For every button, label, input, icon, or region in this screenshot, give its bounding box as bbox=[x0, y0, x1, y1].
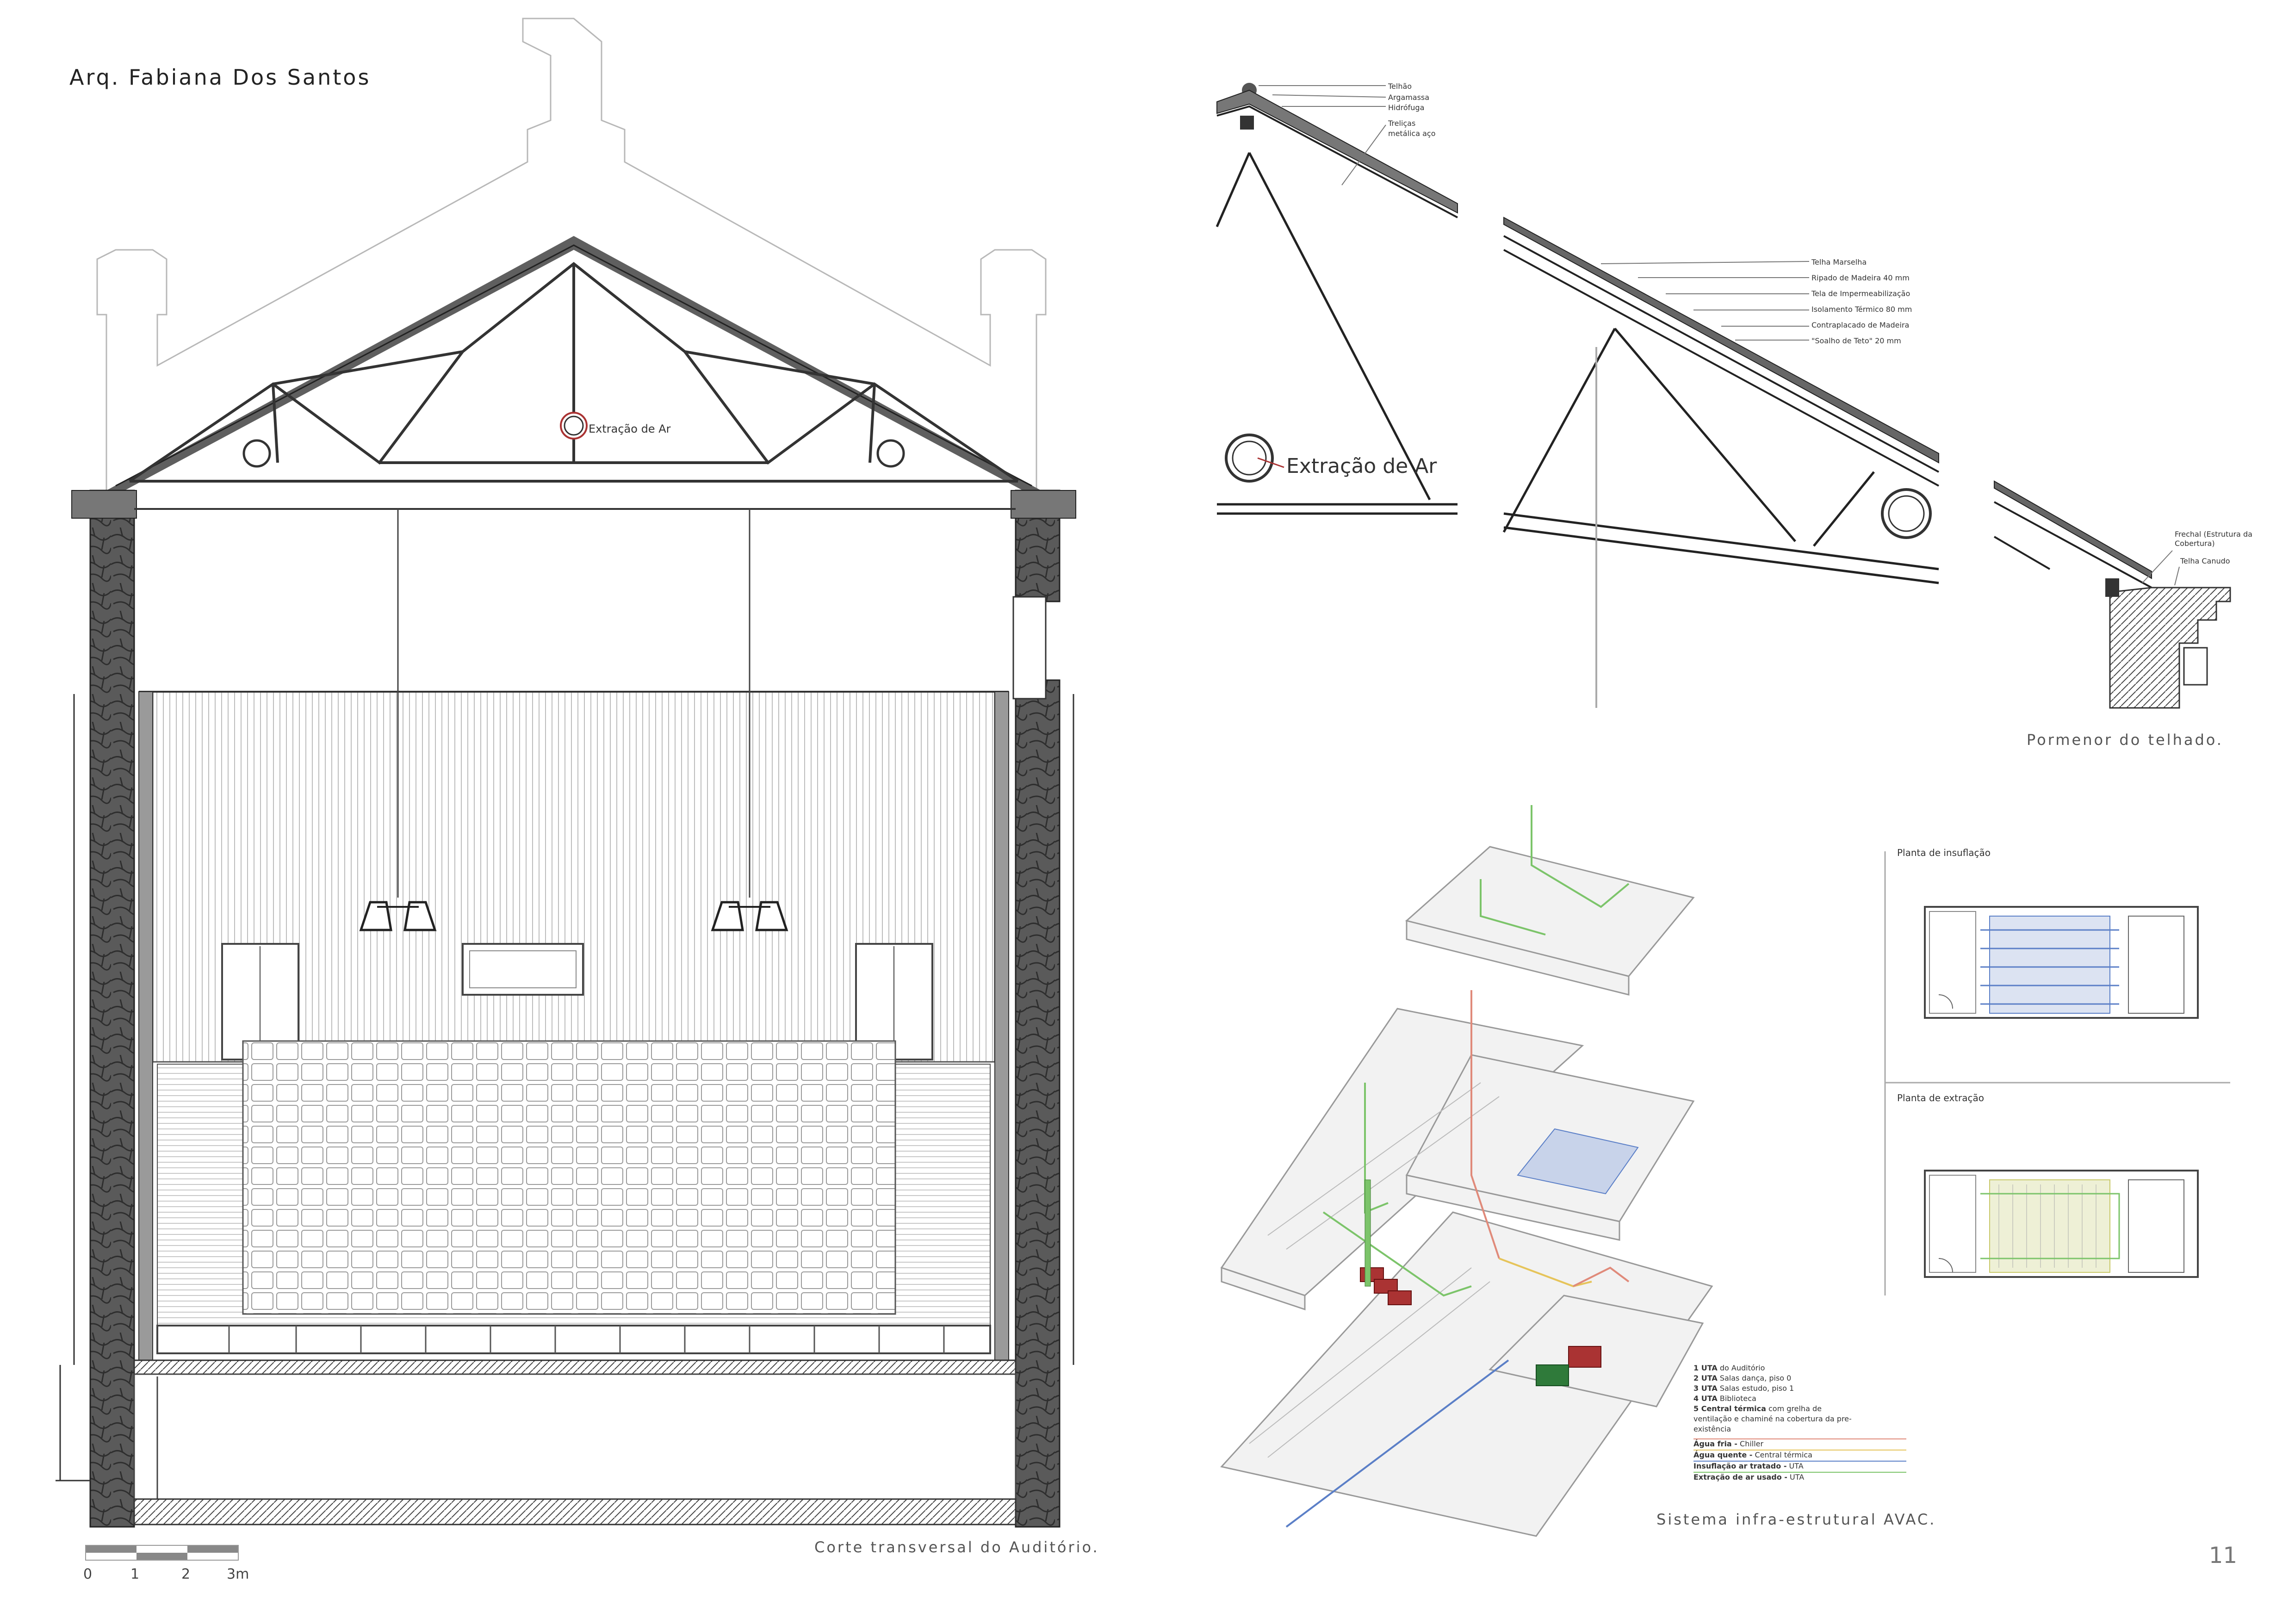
section-extraction-label: Extração de Ar bbox=[589, 422, 671, 435]
legend-supply-label: Insuflação ar tratado - bbox=[1693, 1462, 1786, 1470]
legend-extra-1: ventilação e chaminé na cobertura da pre… bbox=[1693, 1414, 1852, 1423]
legend-uta-4-num: 4 UTA bbox=[1693, 1394, 1718, 1403]
layer-b-3: Tela de Impermeabilização bbox=[1811, 289, 1910, 298]
hvac-plans: Planta de insuflação Planta de extração bbox=[1884, 847, 2230, 1295]
legend-hot-detail: Central térmica bbox=[1755, 1450, 1812, 1459]
legend-central-text: com grelha de bbox=[1768, 1404, 1822, 1413]
legend-supply-detail: UTA bbox=[1789, 1462, 1804, 1470]
svg-text:Água fria - Chiller: Água fria - Chiller bbox=[1693, 1439, 1764, 1448]
svg-text:Insuflação ar tratado - UTA: Insuflação ar tratado - UTA bbox=[1693, 1462, 1804, 1470]
scale-tick-3m: 3m bbox=[227, 1566, 249, 1582]
plan-insufflation-drawing bbox=[1924, 906, 2199, 1019]
legend-cold-label: Água fria - bbox=[1693, 1439, 1737, 1448]
svg-text:4 UTA Biblioteca: 4 UTA Biblioteca bbox=[1693, 1394, 1756, 1403]
plan-extraction-drawing bbox=[1924, 1170, 2199, 1278]
section-caption: Corte transversal do Auditório. bbox=[814, 1538, 1099, 1556]
svg-text:Extração de ar usado - UTA: Extração de ar usado - UTA bbox=[1693, 1473, 1804, 1481]
svg-text:3 UTA Salas estudo, piso 1: 3 UTA Salas estudo, piso 1 bbox=[1693, 1384, 1794, 1393]
plan-extraction-title: Planta de extração bbox=[1897, 1092, 1984, 1103]
layer-c-1: Frechal (Estrutura da bbox=[2175, 530, 2252, 539]
legend-extra-2: existência bbox=[1693, 1425, 1731, 1433]
hvac-legend: 1 UTA do Auditório 2 UTA Salas dança, pi… bbox=[1693, 1364, 1906, 1481]
layer-b-5: Contraplacado de Madeira bbox=[1811, 321, 1909, 329]
author-name: Arq. Fabiana Dos Santos bbox=[69, 65, 371, 90]
legend-uta-1-text: do Auditório bbox=[1720, 1364, 1765, 1372]
svg-text:Água quente - Central térmica: Água quente - Central térmica bbox=[1693, 1450, 1812, 1459]
svg-text:1 UTA do Auditório: 1 UTA do Auditório bbox=[1693, 1364, 1765, 1372]
legend-uta-4-text: Biblioteca bbox=[1720, 1394, 1756, 1403]
page-number: 11 bbox=[2208, 1543, 2237, 1568]
scale-tick-2: 2 bbox=[181, 1566, 191, 1582]
svg-text:5 Central térmica com grelha d: 5 Central térmica com grelha de bbox=[1693, 1404, 1822, 1413]
scale-tick-0: 0 bbox=[83, 1566, 93, 1582]
layer-a-2: Argamassa bbox=[1388, 93, 1429, 102]
auditorium-section-drawing: Extração de Ar bbox=[56, 18, 1076, 1561]
roof-detail-caption: Pormenor do telhado. bbox=[2027, 731, 2223, 749]
legend-uta-1-num: 1 UTA bbox=[1693, 1364, 1718, 1372]
layer-a-4: Treliças bbox=[1388, 119, 1415, 128]
legend-extract-label: Extração de ar usado - bbox=[1693, 1473, 1787, 1481]
layer-a-5: metálica aço bbox=[1388, 129, 1435, 138]
plan-insufflation-title: Planta de insuflação bbox=[1897, 847, 1991, 858]
detail-extraction-label: Extração de Ar bbox=[1286, 454, 1437, 478]
roof-detail-drawings: Extração de Ar Telhão Argamassa Hidrófug… bbox=[1216, 82, 2252, 709]
legend-uta-2-num: 2 UTA bbox=[1693, 1374, 1718, 1382]
layer-a-1: Telhão bbox=[1388, 82, 1412, 91]
legend-uta-3-num: 3 UTA bbox=[1693, 1384, 1718, 1393]
legend-central-num: 5 Central térmica bbox=[1693, 1404, 1766, 1413]
layer-b-4: Isolamento Térmico 80 mm bbox=[1811, 305, 1912, 314]
legend-uta-3-text: Salas estudo, piso 1 bbox=[1720, 1384, 1794, 1393]
legend-cold-detail: Chiller bbox=[1740, 1439, 1763, 1448]
legend-hot-label: Água quente - bbox=[1693, 1450, 1752, 1459]
layer-a-3: Hidrófuga bbox=[1388, 103, 1424, 112]
roof-detail-b: Telha Marselha Ripado de Madeira 40 mm T… bbox=[1502, 217, 1939, 708]
scale-tick-1: 1 bbox=[130, 1566, 140, 1582]
layer-c-3: Telha Canudo bbox=[2180, 557, 2230, 565]
hvac-axonometric bbox=[1220, 805, 1713, 1537]
layer-b-6: "Soalho de Teto" 20 mm bbox=[1811, 336, 1901, 345]
layer-b-2: Ripado de Madeira 40 mm bbox=[1811, 273, 1910, 282]
roof-detail-a: Extração de Ar Telhão Argamassa Hidrófug… bbox=[1216, 82, 1458, 515]
layer-b-1: Telha Marselha bbox=[1811, 258, 1867, 267]
legend-uta-2-text: Salas dança, piso 0 bbox=[1720, 1374, 1792, 1382]
roof-detail-c: Frechal (Estrutura da Cobertura) Telha C… bbox=[1993, 480, 2252, 709]
layer-c-2: Cobertura) bbox=[2175, 539, 2215, 548]
hvac-caption: Sistema infra-estrutural AVAC. bbox=[1656, 1511, 1936, 1528]
svg-text:2 UTA Salas dança, piso 0: 2 UTA Salas dança, piso 0 bbox=[1693, 1374, 1791, 1382]
legend-extract-detail: UTA bbox=[1790, 1473, 1804, 1481]
